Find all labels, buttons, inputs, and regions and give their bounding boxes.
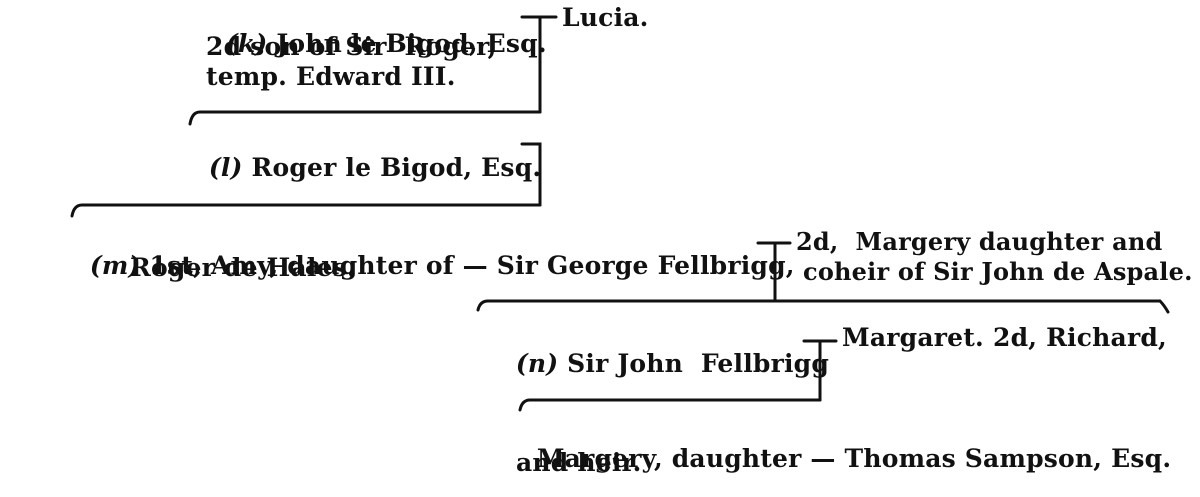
person-n-marker: (n) [515, 349, 559, 378]
person-o-line1: Margery, daughter — Thomas Sampson, Esq. [519, 420, 1171, 472]
first-wife-line1: 1st, Amy, daughter of [149, 251, 454, 280]
person-k-marker: (k) [225, 29, 268, 58]
spouse-o: Thomas Sampson, Esq. [844, 444, 1172, 473]
bracket-line-m [476, 299, 1170, 314]
second-wife-line1: 2d, Margery daughter and [796, 227, 1163, 256]
person-l-name: (l) Roger le Bigod, Esq. [191, 129, 541, 181]
sibling-n: 2d, Richard, [993, 323, 1167, 352]
person-n-name: (n) Sir John Fellbrigg [498, 325, 829, 377]
bracket-line-l [70, 203, 542, 218]
m-dash: — [462, 251, 488, 280]
person-k-name-text: John le Bigod, Esq. [276, 29, 547, 58]
person-l-marker: (l) [208, 153, 243, 182]
person-l-name-text: Roger le Bigod, Esq. [251, 153, 542, 182]
person-o-line2: and heir. [516, 448, 642, 477]
person-m-name: Sir George Fellbrigg, [496, 251, 795, 280]
second-wife-line2: coheir of Sir John de Aspale. [803, 257, 1193, 286]
bracket-line-n [518, 398, 822, 412]
bracket-line-k [188, 110, 542, 126]
person-k-line3: temp. Edward III. [206, 62, 456, 91]
person-k-line2: 2d son of Sir Roger, [206, 32, 497, 61]
person-n-name-text: Sir John Fellbrigg [567, 349, 830, 378]
first-wife-line2: Roger de Hales. [130, 253, 356, 282]
person-k-name: (k) John le Bigod, Esq. [208, 5, 547, 57]
spouse-k: Lucia. [562, 3, 649, 32]
person-m-first-wife: (m) 1st, Amy, daughter of — Sir George F… [72, 227, 795, 279]
o-dash: — [810, 444, 836, 473]
spouse-n: Margaret. [842, 323, 984, 352]
descent-line-l [520, 142, 542, 207]
person-o-name: Margery, daughter [536, 444, 802, 473]
person-m-marker: (m) [89, 251, 141, 280]
